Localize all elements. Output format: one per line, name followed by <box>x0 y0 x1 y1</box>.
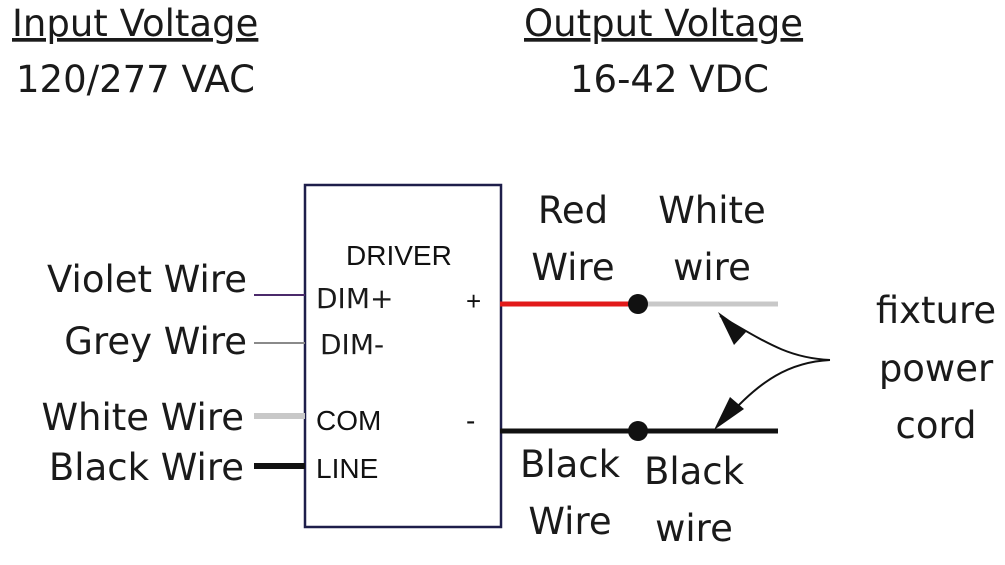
black-wire-label: Black Wire <box>49 446 244 489</box>
driver-box <box>303 183 503 529</box>
driver-title: DRIVER <box>346 240 452 271</box>
splice-dot-positive <box>628 294 648 314</box>
arrowhead-upper <box>718 312 746 345</box>
black-wire-right-label-top: Black <box>644 450 745 493</box>
black-wire-left-label-top: Black <box>520 443 621 486</box>
cord-label-line3: cord <box>895 404 976 447</box>
pin-line: LINE <box>316 453 378 484</box>
white-wire-label: White Wire <box>41 396 244 439</box>
red-wire-label-bottom: Wire <box>531 246 614 289</box>
grey-wire-label: Grey Wire <box>64 320 247 363</box>
pin-plus: + <box>466 286 481 316</box>
cord-label-line1: fixture <box>876 289 996 332</box>
black-wire-right-label-bottom: wire <box>655 507 733 550</box>
cord-label-line2: power <box>879 347 994 390</box>
pin-dim-plus: DIM+ <box>316 282 393 315</box>
input-voltage-title: Input Voltage <box>12 2 258 45</box>
violet-wire-label: Violet Wire <box>47 258 247 301</box>
red-wire-label-top: Red <box>538 189 608 232</box>
output-voltage-title: Output Voltage <box>524 2 803 45</box>
input-voltage-value: 120/277 VAC <box>16 58 255 101</box>
white-wire-out-label-bottom: wire <box>673 246 751 289</box>
output-voltage-value: 16-42 VDC <box>570 58 769 101</box>
splice-dot-negative <box>628 421 648 441</box>
pin-dim-minus: DIM- <box>320 328 384 361</box>
pin-com: COM <box>316 405 381 436</box>
arrowhead-lower <box>714 397 744 430</box>
black-wire-left-label-bottom: Wire <box>528 500 611 543</box>
white-wire-out-label-top: White <box>658 189 766 232</box>
pin-minus: - <box>466 405 475 436</box>
